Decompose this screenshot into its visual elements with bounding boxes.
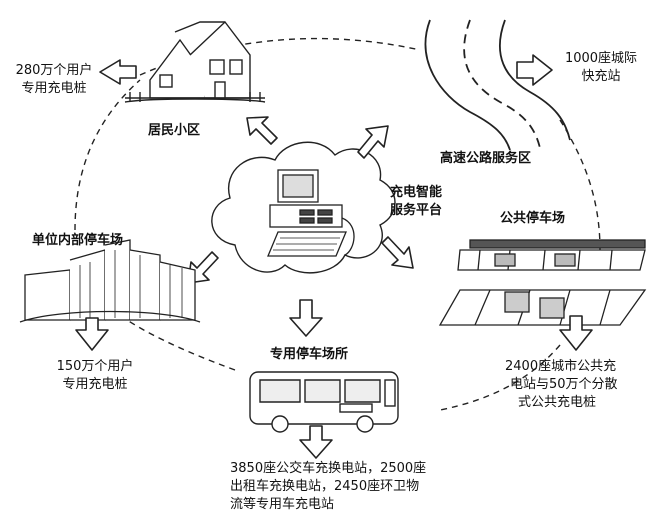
public-parking-icon <box>438 239 647 326</box>
public-parking-title: 公共停车场 <box>500 211 566 226</box>
arrow-to-public-parking <box>381 236 414 269</box>
arrow-public-parking-out <box>559 315 593 351</box>
platform-label-1: 充电智能 <box>390 185 443 200</box>
dedicated-parking-title: 专用停车场所 <box>270 347 349 362</box>
unit-parking-title: 单位内部停车场 <box>32 233 124 248</box>
dedicated-parking-note-2: 出租车充换电站，2450座环卫物 <box>230 479 420 494</box>
public-parking-note-3: 式公共充电桩 <box>518 395 597 410</box>
arrow-dedicated-parking-out <box>299 425 333 459</box>
arrow-unit-parking-out <box>75 317 109 351</box>
dedicated-parking-note-3: 流等专用车充电站 <box>230 497 335 512</box>
residential-note-2: 专用充电桩 <box>21 81 87 96</box>
office-buildings-icon <box>19 239 201 323</box>
highway-title: 高速公路服务区 <box>440 151 532 166</box>
arrow-highway-out <box>516 54 553 86</box>
platform-label-2: 服务平台 <box>390 203 443 218</box>
house-icon <box>124 20 266 103</box>
arrow-to-dedicated-parking <box>289 299 323 337</box>
public-parking-note-1: 2400座城市公共充 <box>505 359 617 374</box>
bus-icon <box>249 371 399 433</box>
residential-note-1: 280万个用户 <box>15 63 93 78</box>
computer-icon <box>267 169 355 257</box>
residential-title: 居民小区 <box>148 123 201 138</box>
unit-parking-note-1: 150万个用户 <box>56 359 134 374</box>
highway-icon <box>424 19 571 151</box>
highway-note-2: 快充站 <box>581 69 621 84</box>
unit-parking-note-2: 专用充电桩 <box>62 377 128 392</box>
arrow-to-highway <box>357 125 389 159</box>
highway-note-1: 1000座城际 <box>564 51 638 66</box>
public-parking-note-2: 电站与50万个分散 <box>510 377 618 392</box>
arrow-to-residential <box>246 116 278 145</box>
dedicated-parking-note-1: 3850座公交车充换电站，2500座 <box>230 461 427 476</box>
arrow-residential-out <box>99 59 137 85</box>
